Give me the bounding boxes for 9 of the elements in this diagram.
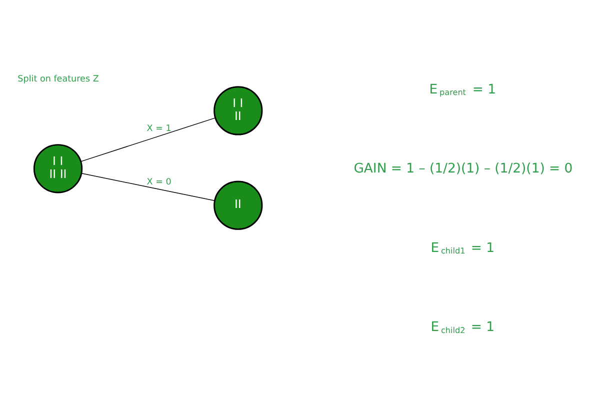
edge-label: X = 1 — [146, 123, 172, 134]
edge-label: X = 0 — [146, 177, 172, 187]
label: GAIN = 1 – (1/2)(1) – (1/2)(1) = 0 — [354, 161, 573, 176]
connector — [80, 117, 216, 162]
node-circle: I I II — [214, 86, 263, 135]
connector — [81, 172, 215, 200]
node-circle: II — [214, 180, 263, 230]
node-circle: I I II II — [33, 144, 83, 193]
label: Split on features Z — [18, 74, 99, 84]
